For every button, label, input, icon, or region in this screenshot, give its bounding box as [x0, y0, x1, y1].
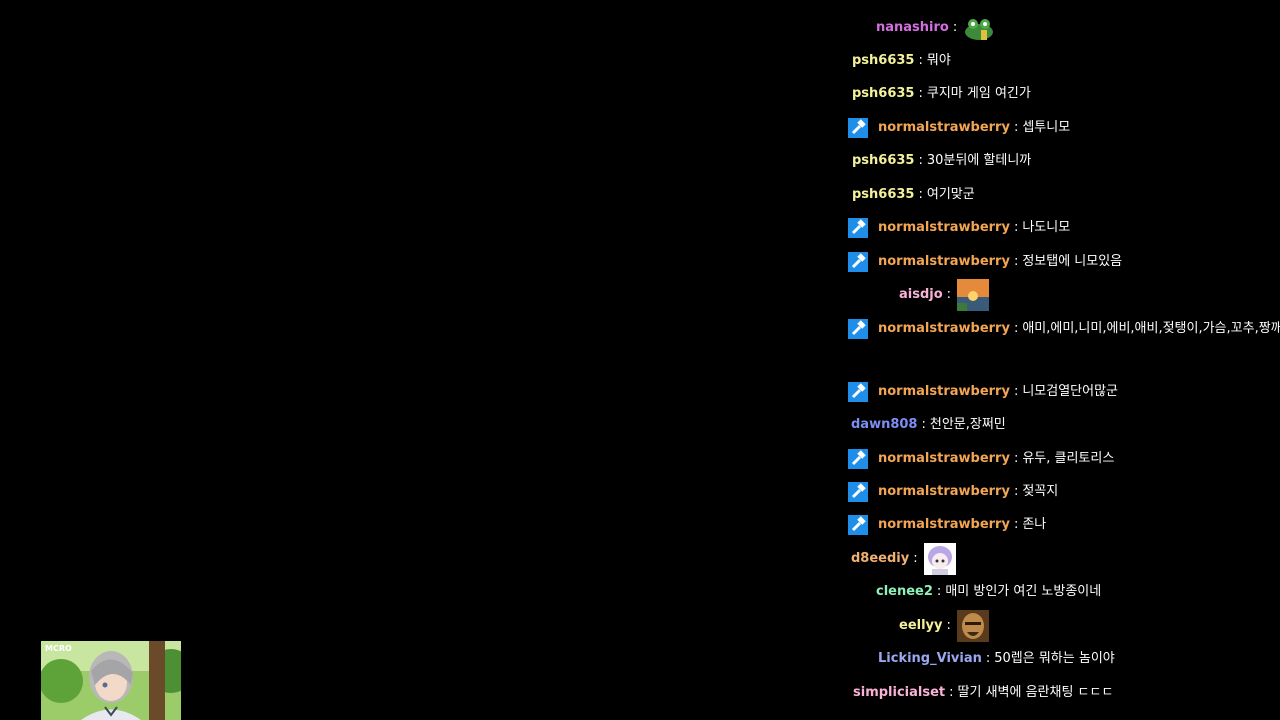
chat-username[interactable]: simplicialset — [853, 685, 946, 700]
chat-username[interactable]: Licking_Vivian — [878, 651, 982, 666]
chat-username[interactable]: normalstrawberry — [878, 120, 1010, 135]
chat-separator: : — [1013, 484, 1019, 499]
moderator-hammer-icon — [848, 482, 868, 502]
chat-message: normalstrawberry:셉투니모 — [848, 117, 1070, 139]
chat-message: psh6635:여기맞군 — [852, 184, 975, 206]
chat-message: normalstrawberry:나도니모 — [848, 217, 1070, 239]
chat-text: 정보탭에 니모있음 — [1022, 254, 1123, 269]
chat-username[interactable]: eellyy — [899, 618, 943, 633]
chat-text: 유두, 클리토리스 — [1022, 451, 1115, 466]
chat-text: 천안문,장쩌민 — [929, 417, 1006, 432]
chat-separator: : — [1013, 451, 1019, 466]
chat-separator: : — [918, 153, 923, 168]
chat-username[interactable]: normalstrawberry — [878, 451, 1010, 466]
moderator-hammer-icon — [848, 252, 868, 272]
chat-separator: : — [1013, 384, 1019, 399]
chat-username[interactable]: psh6635 — [852, 86, 915, 101]
moderator-hammer-icon — [848, 118, 868, 138]
chat-message: psh6635:뭐야 — [852, 50, 951, 72]
chat-message: psh6635:쿠지마 게임 여긴가 — [852, 83, 1031, 105]
chat-text: 셉투니모 — [1022, 120, 1071, 135]
chat-separator: : — [1013, 517, 1019, 532]
chat-message: normalstrawberry:애미,에미,니미,에비,애비,젖탱이,가슴,꼬… — [848, 318, 1280, 340]
chat-message: normalstrawberry:정보탭에 니모있음 — [848, 251, 1122, 273]
chat-separator: : — [949, 685, 954, 700]
chat-message: d8eediy: — [851, 543, 956, 575]
chat-username[interactable]: normalstrawberry — [878, 220, 1010, 235]
chat-text: 존나 — [1022, 517, 1047, 532]
chat-message: normalstrawberry:니모검열단어많군 — [848, 381, 1118, 403]
chat-text: 매미 방인가 여긴 노방종이네 — [945, 584, 1102, 599]
moderator-hammer-icon — [848, 218, 868, 238]
chat-separator: : — [985, 651, 991, 666]
chat-separator: : — [918, 86, 923, 101]
chat-text: 50렙은 뭐하는 놈이야 — [994, 651, 1115, 666]
chat-username[interactable]: normalstrawberry — [878, 484, 1010, 499]
chat-separator: : — [921, 417, 926, 432]
chat-username[interactable]: normalstrawberry — [878, 517, 1010, 532]
chat-separator: : — [918, 187, 923, 202]
chat-text: 여기맞군 — [926, 187, 975, 202]
sunset-emote-icon — [957, 279, 990, 311]
chat-username[interactable]: nanashiro — [876, 20, 949, 35]
chat-separator: : — [946, 618, 951, 633]
anime-girl-emote-icon — [923, 543, 956, 575]
chat-text: 뭐야 — [926, 53, 951, 68]
frog-emote-icon — [963, 12, 995, 44]
chat-message: aisdjo: — [899, 279, 990, 311]
webcam-image — [41, 641, 181, 720]
chat-text: 젖꼭지 — [1022, 484, 1059, 499]
moderator-hammer-icon — [848, 382, 868, 402]
chat-message: Licking_Vivian:50렙은 뭐하는 놈이야 — [878, 648, 1115, 670]
chat-username[interactable]: psh6635 — [852, 53, 915, 68]
chat-username[interactable]: normalstrawberry — [878, 384, 1010, 399]
chat-message: normalstrawberry:유두, 클리토리스 — [848, 448, 1114, 470]
chat-username[interactable]: psh6635 — [852, 187, 915, 202]
chat-text: 쿠지마 게임 여긴가 — [926, 86, 1031, 101]
chat-username[interactable]: psh6635 — [852, 153, 915, 168]
chat-separator: : — [946, 287, 952, 302]
chat-message: psh6635:30분뒤에 할테니까 — [852, 150, 1031, 172]
chat-username[interactable]: aisdjo — [899, 287, 943, 302]
chat-username[interactable]: d8eediy — [851, 551, 910, 566]
chat-message: eellyy: — [899, 610, 989, 642]
moderator-hammer-icon — [848, 449, 868, 469]
chat-message: normalstrawberry:존나 — [848, 514, 1046, 536]
webcam-logo: MCRO — [45, 644, 72, 653]
chat-separator: : — [952, 20, 958, 35]
chat-separator: : — [1013, 321, 1019, 336]
chat-text: 애미,에미,니미,에비,애비,젖탱이,가슴,꼬추,짱깨 — [1022, 321, 1280, 336]
chat-separator: : — [936, 584, 942, 599]
chat-separator: : — [1013, 254, 1019, 269]
chat-username[interactable]: normalstrawberry — [878, 254, 1010, 269]
chat-username[interactable]: dawn808 — [851, 417, 918, 432]
chat-username[interactable]: clenee2 — [876, 584, 933, 599]
chat-text: 니모검열단어많군 — [1022, 384, 1119, 399]
chat-username[interactable]: normalstrawberry — [878, 321, 1010, 336]
chat-message: normalstrawberry:젖꼭지 — [848, 481, 1058, 503]
chat-message: nanashiro: — [876, 17, 995, 40]
chat-separator: : — [913, 551, 918, 566]
chat-message: dawn808:천안문,장쩌민 — [851, 414, 1006, 436]
webcam-overlay: MCRO — [41, 641, 181, 720]
chat-text: 30분뒤에 할테니까 — [926, 153, 1032, 168]
chat-separator: : — [1013, 120, 1019, 135]
chat-message: clenee2:매미 방인가 여긴 노방종이네 — [876, 581, 1101, 603]
chat-text: 나도니모 — [1022, 220, 1071, 235]
chat-separator: : — [918, 53, 923, 68]
chat-text: 딸기 새벽에 음란채팅 ㄷㄷㄷ — [957, 685, 1114, 700]
chat-separator: : — [1013, 220, 1019, 235]
face-emote-icon — [956, 610, 989, 642]
moderator-hammer-icon — [848, 515, 868, 535]
moderator-hammer-icon — [848, 319, 868, 339]
chat-message: simplicialset:딸기 새벽에 음란채팅 ㄷㄷㄷ — [853, 682, 1113, 704]
